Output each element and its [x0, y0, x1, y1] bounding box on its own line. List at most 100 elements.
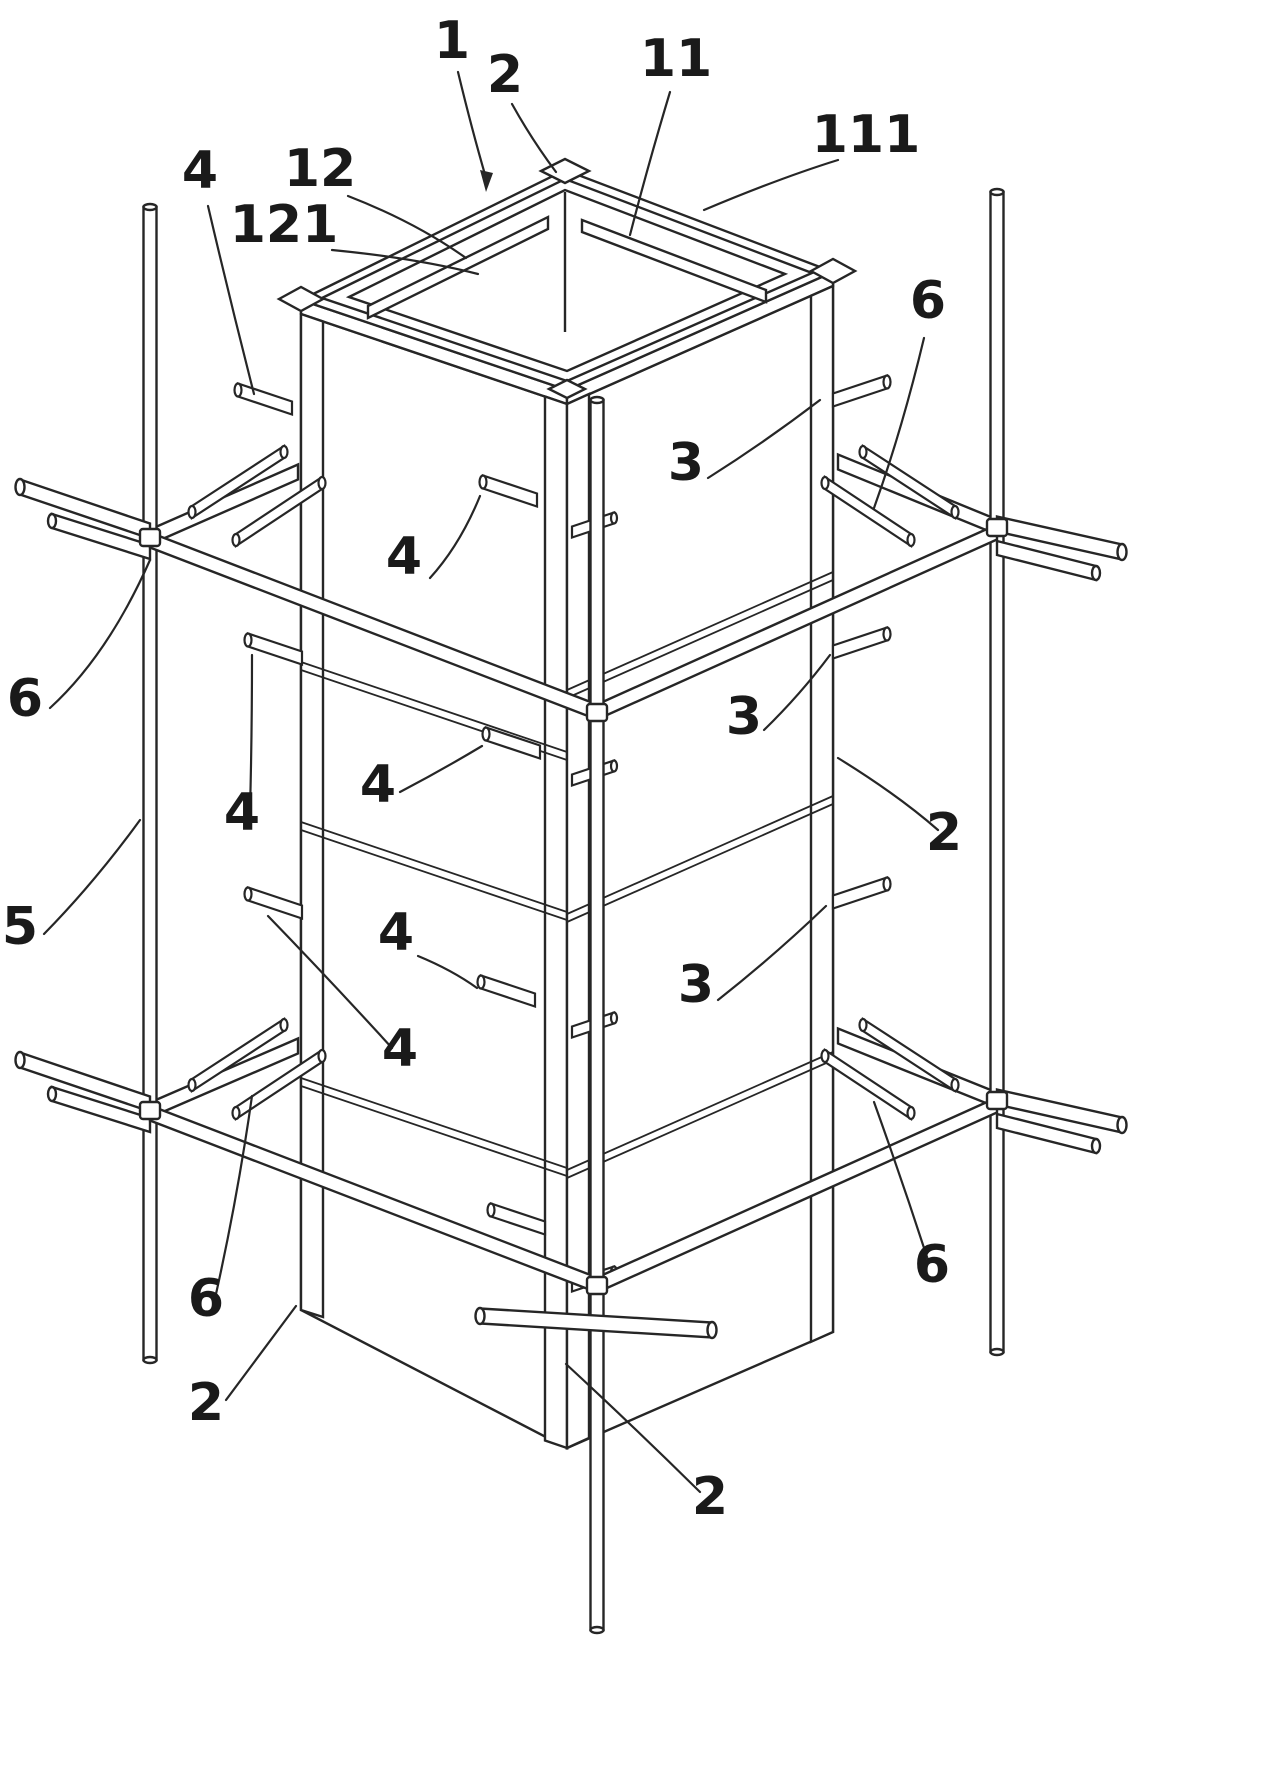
scaffold-pole-left: [142, 205, 158, 1362]
scaffold-poles-outer: [142, 187, 1005, 1365]
stub-cap: [317, 475, 327, 491]
rim-mid-frame: [318, 177, 816, 383]
leader-lines: [42, 70, 940, 1494]
stub-cap: [906, 1105, 916, 1121]
scaffold-pole-right: [989, 190, 1005, 1354]
reference-numerals: 1 2 11 111 12 121 4 6 3 4 6 3 2 4 4 5 4 …: [2, 11, 962, 1527]
stub-cap: [317, 1048, 327, 1064]
tie-pin-cap: [609, 511, 619, 525]
brace-stubs: [187, 443, 960, 1122]
inner-batten-left: [366, 215, 550, 320]
pipe-end-cap: [706, 1320, 718, 1340]
label-3-lower: 3: [678, 955, 714, 1015]
corner-batten-front-left: [543, 394, 569, 1450]
stub-cap: [820, 475, 830, 491]
label-6-upper-right: 6: [910, 271, 946, 331]
tie-pin-cap: [481, 726, 491, 742]
rim-corner-plate-front: [546, 378, 588, 400]
stub-cap: [858, 1017, 868, 1033]
pipe-end-cap: [14, 477, 26, 497]
stub-cap: [950, 504, 960, 520]
formwork-column: [276, 157, 858, 1450]
corner-batten-front-right: [565, 392, 591, 1450]
stub-cap: [187, 1077, 197, 1093]
rim-corner-plate-right: [808, 257, 858, 285]
pole-front-bottom-cap: [589, 1625, 605, 1635]
pole-left-top-cap: [142, 202, 158, 212]
leader-111: [702, 158, 840, 212]
stub-cap: [906, 532, 916, 548]
leader-1-arrowhead: [480, 170, 493, 192]
pole-front-top-cap: [589, 395, 605, 405]
tie-pin-cap: [243, 886, 253, 902]
coupler: [138, 527, 162, 548]
stub-cap: [231, 1105, 241, 1121]
label-4-upper-left: 4: [182, 141, 218, 201]
label-12: 12: [284, 139, 356, 199]
stub-cap: [279, 1017, 289, 1033]
pipe-end-cap: [1116, 1115, 1128, 1135]
label-2-right: 2: [926, 803, 962, 863]
pipe-end-cap: [46, 512, 58, 530]
label-5: 5: [2, 897, 38, 957]
label-1: 1: [434, 11, 470, 71]
label-2-top: 2: [487, 45, 523, 105]
tie-pin-cap: [609, 1011, 619, 1025]
leader-2-top: [510, 102, 558, 174]
label-4-mid: 4: [360, 755, 396, 815]
leader-4-lower-mid: [416, 954, 479, 990]
corner-batten-right: [809, 284, 835, 1344]
tie-pin: [246, 885, 304, 921]
coupler: [985, 517, 1009, 538]
pipe-end-cap: [474, 1306, 486, 1326]
stub-cap: [820, 1048, 830, 1064]
tie-pins-left: [233, 381, 547, 1237]
label-2-bottom-right: 2: [692, 1467, 728, 1527]
tie-pin-cap: [478, 474, 488, 490]
leader-5: [42, 818, 142, 936]
coupler: [138, 1100, 162, 1121]
leader-2-right: [836, 756, 940, 832]
tie-pin-cap: [486, 1202, 496, 1218]
lower-back-rail-right: [836, 1026, 999, 1110]
pipe-end-cap: [14, 1050, 26, 1070]
stub-cap: [950, 1077, 960, 1093]
leader-4-mid-upper: [428, 494, 482, 580]
coupler: [585, 1275, 609, 1296]
label-6-lower-right: 6: [914, 1235, 950, 1295]
lower-back-rail-left: [148, 1036, 300, 1120]
rim-corner-plate-back: [538, 157, 592, 185]
label-4-left-mid: 4: [224, 783, 260, 843]
leader-6-upper-right: [872, 336, 926, 510]
label-4-mid-upper: 4: [386, 527, 422, 587]
leader-4-upper-left: [206, 204, 256, 396]
pipe-end-cap: [1116, 542, 1128, 562]
tie-pin: [831, 875, 889, 911]
pole-right-top-cap: [989, 187, 1005, 197]
coupler: [585, 702, 609, 723]
tie-pin-cap: [882, 374, 892, 390]
top-opening: [345, 188, 789, 373]
tie-pin-cap: [609, 759, 619, 773]
panel-seams: [300, 571, 834, 1179]
leader-4-mid: [398, 744, 484, 794]
pipe-end-cap: [1090, 1137, 1102, 1155]
pipe-end-cap: [1090, 564, 1102, 582]
column-left-face: [299, 312, 569, 1450]
leader-6-lower-right: [872, 1100, 930, 1262]
tie-pin-cap: [882, 626, 892, 642]
leader-6-lower-left: [214, 1094, 254, 1296]
tie-pin-cap: [476, 974, 486, 990]
stub-cap: [279, 444, 289, 460]
label-121: 121: [230, 195, 339, 255]
stub-cap: [858, 444, 868, 460]
label-2-bottom-left: 2: [188, 1373, 224, 1433]
pole-right-bottom-cap: [989, 1347, 1005, 1357]
leader-1: [456, 70, 488, 180]
label-111: 111: [812, 105, 921, 165]
leader-4-left-mid: [248, 653, 254, 812]
stub-cap: [231, 532, 241, 548]
leader-12: [346, 194, 468, 260]
